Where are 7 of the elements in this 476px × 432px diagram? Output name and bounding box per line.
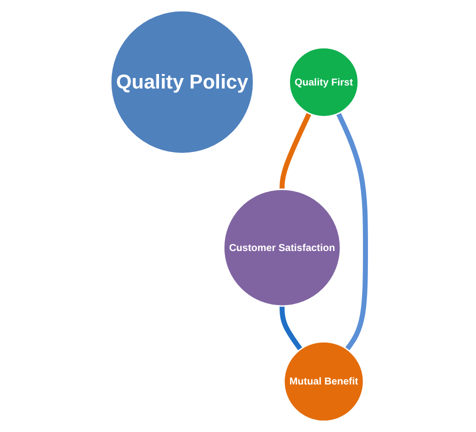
node-circle: Quality First xyxy=(288,46,359,118)
node-circle: Mutual Benefit xyxy=(283,341,364,422)
connector xyxy=(280,112,312,190)
node-circle: Customer Satisfaction xyxy=(222,188,342,307)
node-circle: Quality Policy xyxy=(110,10,254,154)
connector xyxy=(280,306,302,351)
connector xyxy=(336,112,368,351)
